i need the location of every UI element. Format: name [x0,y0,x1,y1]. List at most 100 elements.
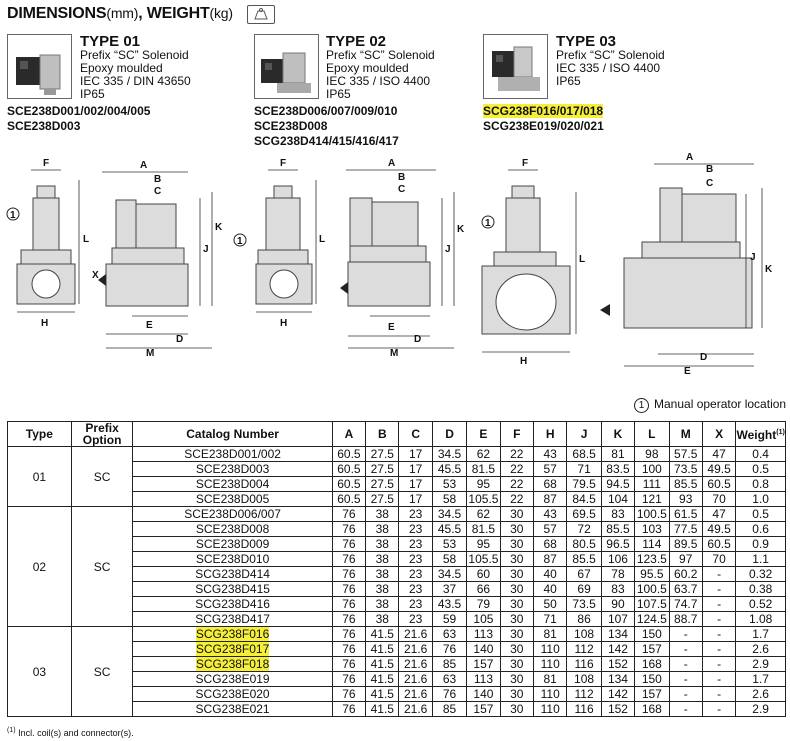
type-02-spec-3: IEC 335 / ISO 4400 [326,74,431,88]
cell-d: 34.5 [431,506,468,522]
cell-m: 60.2 [668,566,703,582]
title-dimensions: DIMENSIONS [7,5,107,22]
cell-l: 100.5 [634,506,670,522]
cell-l: 121 [634,491,670,507]
manual-operator-marker-2: 1 [237,236,243,247]
table-header-row: Type Prefix Option Catalog Number A B C … [7,421,786,447]
catalog-number-text: SCE238D004 [195,477,270,491]
cell-c: 17 [398,491,433,507]
dim-label-l: L [83,234,89,245]
title-sep: , [138,5,147,22]
cell-e: 81.5 [466,521,501,537]
cell-x: 49.5 [701,521,737,537]
cell-d: 53 [431,536,468,552]
cell-l: 157 [634,686,670,702]
cell-weight: 2.6 [735,686,786,702]
catalog-number-text: SCG238E020 [195,687,270,701]
cell-j: 116 [566,656,602,672]
cell-d: 63 [431,671,468,687]
cell-l: 168 [634,701,670,717]
type-01-photo [7,34,72,99]
dim-label-f: F [43,158,49,169]
cell-m: 88.7 [668,611,703,627]
cell-a: 76 [331,536,367,552]
cell-weight: 1.08 [735,611,786,627]
cell-h: 110 [532,686,568,702]
type-03-spec-3: IP65 [556,74,581,88]
cell-j: 71 [566,461,602,477]
type-01-part-2: SCE238D003 [7,119,81,133]
cell-catalog-number: SCG238E021 [132,701,333,717]
cell-e: 62 [466,506,501,522]
cell-catalog-number: SCE238D010 [132,551,333,567]
cell-h: 40 [532,566,568,582]
cell-h: 43 [532,446,568,462]
dim-label-b: B [154,174,161,185]
manual-operator-marker: 1 [10,210,16,221]
cell-c: 17 [398,446,433,462]
cell-m: 57.5 [668,446,703,462]
col-header-type: Type [7,421,72,447]
dim-label-d-2: D [414,334,421,345]
cell-catalog-number: SCG238D414 [132,566,333,582]
cell-weight: 1.7 [735,626,786,642]
catalog-number-text: SCE238D006/007 [184,507,281,521]
catalog-number-text: SCG238D414 [195,567,270,581]
cell-b: 38 [365,506,400,522]
cell-a: 76 [331,626,367,642]
cell-x: 47 [701,446,737,462]
cell-d: 45.5 [431,461,468,477]
cell-c: 17 [398,461,433,477]
col-header-b: B [365,421,400,447]
type-03-photo [483,34,548,99]
cell-m: - [668,626,703,642]
catalog-number-text: SCE238D005 [195,492,270,506]
cell-x: - [701,671,737,687]
cell-d: 45.5 [431,521,468,537]
cell-b: 38 [365,521,400,537]
cell-h: 87 [532,551,568,567]
type-01-spec-3: IEC 335 / DIN 43650 [80,74,191,88]
cell-k: 90 [600,596,636,612]
cell-x: - [701,581,737,597]
cell-j: 85.5 [566,551,602,567]
cell-a: 76 [331,566,367,582]
cell-b: 41.5 [365,671,400,687]
dim-label-m: M [146,348,154,357]
cell-x: 60.5 [701,476,737,492]
cell-d: 63 [431,626,468,642]
type-01-title: TYPE 01 [80,33,141,50]
cell-m: - [668,671,703,687]
cell-j: 67 [566,566,602,582]
cell-c: 23 [398,611,433,627]
cell-j: 79.5 [566,476,602,492]
cell-k: 83 [600,581,636,597]
cell-c: 23 [398,581,433,597]
cell-b: 41.5 [365,641,400,657]
cell-x: - [701,641,737,657]
cell-type: 01 [7,446,72,507]
cell-c: 17 [398,476,433,492]
dim-label-c-3: C [706,178,713,189]
cell-l: 100 [634,461,670,477]
footnote-text: Incl. coil(s) and connector(s). [15,728,134,738]
cell-b: 38 [365,551,400,567]
cell-m: 63.7 [668,581,703,597]
cell-catalog-number: SCE238D005 [132,491,333,507]
cell-m: 89.5 [668,536,703,552]
cell-h: 57 [532,461,568,477]
cell-e: 105 [466,611,501,627]
cell-h: 40 [532,581,568,597]
type-02-part-2: SCE238D008 [254,119,328,133]
cell-c: 21.6 [398,626,433,642]
title-weight: WEIGHT [146,5,210,22]
col-header-weight: Weight(1) [735,421,786,447]
